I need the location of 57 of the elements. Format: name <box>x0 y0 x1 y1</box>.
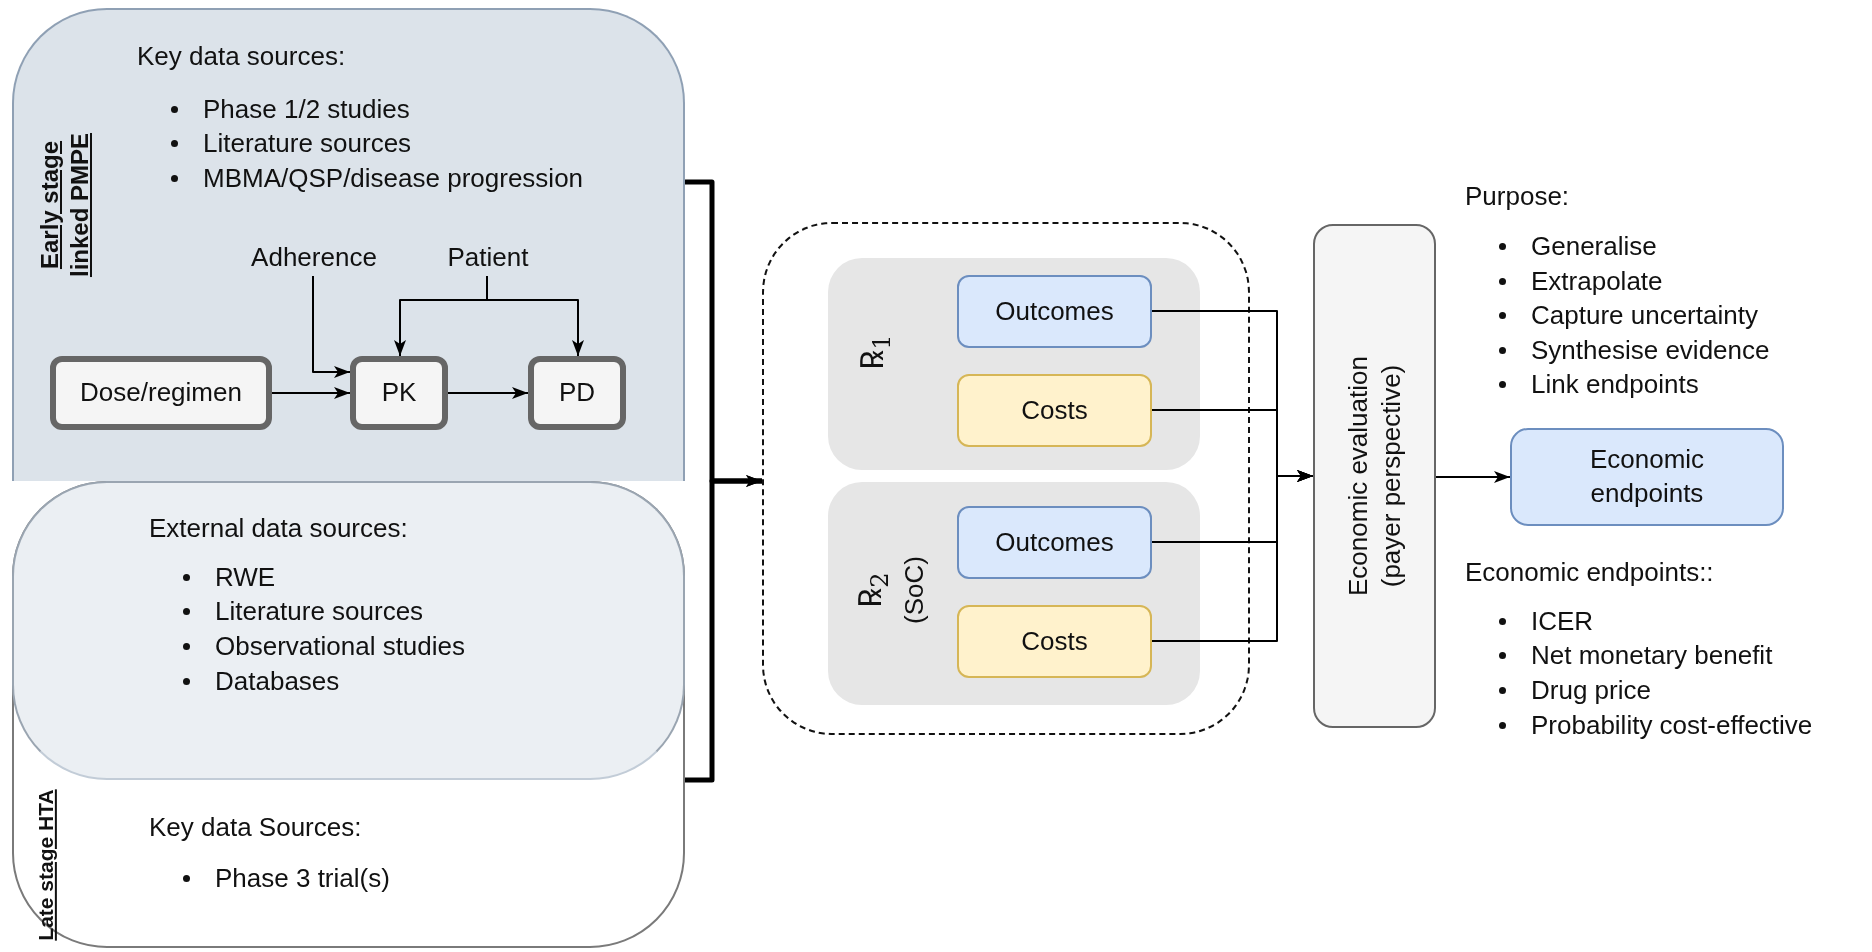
arrow <box>447 387 529 399</box>
list-item: Capture uncertainty <box>1499 299 1758 331</box>
stage-panel <box>12 8 685 481</box>
list-item: Generalise <box>1499 230 1657 262</box>
arrow <box>271 387 351 399</box>
list-item: Literature sources <box>171 127 412 159</box>
arrow <box>1435 471 1511 483</box>
list-item: Phase 1/2 studies <box>171 93 410 125</box>
list-item: ICER <box>1499 605 1594 637</box>
list-item: Synthesise evidence <box>1499 334 1770 366</box>
result-box <box>1510 428 1784 526</box>
group-frame <box>762 222 1250 735</box>
data-source-panel <box>12 481 685 780</box>
list-item: Observational studies <box>183 630 466 662</box>
evaluation-box <box>1313 224 1436 728</box>
list-item: MBMA/QSP/disease progression <box>171 162 584 194</box>
list-item: Probability cost-effective <box>1499 709 1813 741</box>
section-heading: Purpose: <box>1465 180 1570 212</box>
panel-title: Early stage linked PMPE <box>35 132 94 280</box>
list-item: RWE <box>183 561 276 593</box>
section-heading: External data sources: <box>149 512 408 544</box>
process-box <box>528 356 626 430</box>
panel-title: Late stage HTA <box>32 788 58 943</box>
box-label: PD <box>558 376 596 410</box>
list-item: Link endpoints <box>1499 368 1699 400</box>
process-box <box>350 356 448 430</box>
section-heading: Economic endpoints:: <box>1465 556 1714 588</box>
list-item: Phase 3 trial(s) <box>183 862 390 894</box>
list-item: Drug price <box>1499 674 1651 706</box>
factor-label: Adherence <box>236 240 392 276</box>
outcome-box <box>957 275 1152 348</box>
stage-panel <box>12 481 685 948</box>
section-heading: Key data sources: <box>137 40 346 72</box>
box-label: Dose/regimen <box>80 376 242 410</box>
box-label: Costs <box>1021 624 1088 658</box>
factor-label: Patient <box>440 240 536 276</box>
box-label: Economic endpoints <box>1588 443 1706 510</box>
process-box <box>50 356 272 430</box>
cost-box <box>957 605 1152 678</box>
box-label: PK <box>381 376 417 410</box>
cost-box <box>957 374 1152 447</box>
treatment-arm-panel <box>828 258 1200 470</box>
arrow <box>312 275 351 378</box>
section-heading: Key data Sources: <box>149 811 362 843</box>
box-label: Costs <box>1021 393 1088 427</box>
box-label: Outcomes <box>995 294 1114 328</box>
outcome-box <box>957 506 1152 579</box>
box-label: Outcomes <box>995 525 1114 559</box>
treatment-arm-panel <box>828 482 1200 705</box>
list-item: Literature sources <box>183 595 424 627</box>
arrow <box>685 475 762 783</box>
list-item: Databases <box>183 665 340 697</box>
list-item: Extrapolate <box>1499 265 1663 297</box>
list-item: Net monetary benefit <box>1499 639 1773 671</box>
arrow <box>486 275 584 357</box>
vertical-label: (SoC) <box>897 555 930 626</box>
vertical-label: Economic evaluation (payer perspective) <box>1341 355 1406 598</box>
